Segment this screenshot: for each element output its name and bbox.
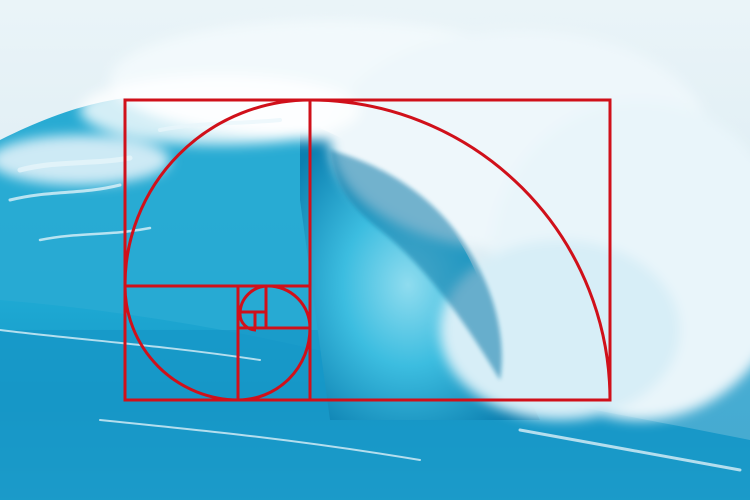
golden-rectangle-outer bbox=[123, 98, 612, 402]
curl-shadow bbox=[330, 150, 502, 380]
golden-ratio-overlay bbox=[123, 98, 612, 402]
golden-spiral bbox=[123, 98, 612, 402]
